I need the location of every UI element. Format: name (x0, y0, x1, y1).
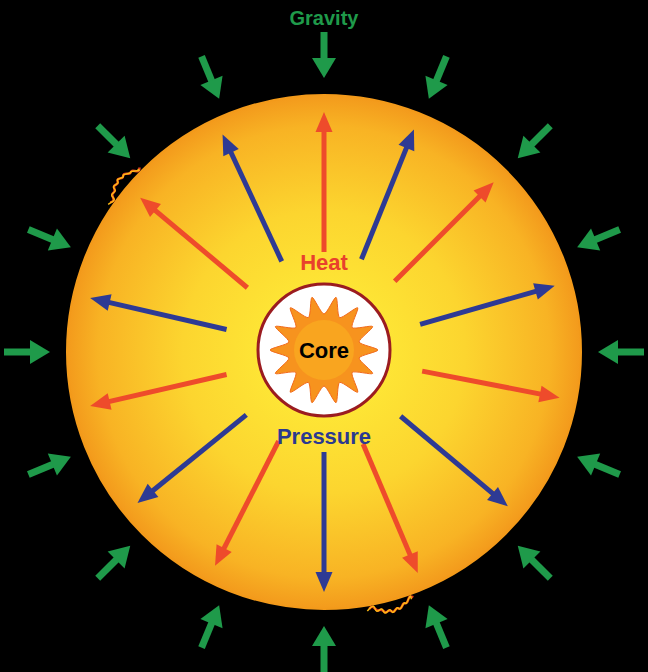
gravity-arrow (312, 626, 336, 672)
gravity-arrow-shaft (321, 32, 328, 60)
gravity-arrow-shaft (436, 56, 447, 82)
gravity-arrow-head (518, 546, 541, 569)
gravity-label: Gravity (290, 7, 359, 30)
core-label: Core (299, 338, 349, 364)
gravity-arrow-head (200, 76, 222, 99)
gravity-arrow-head (108, 136, 131, 159)
gravity-arrow-head (425, 605, 447, 628)
gravity-arrow (200, 56, 222, 98)
gravity-arrow (98, 126, 131, 159)
core-ring (258, 284, 390, 416)
gravity-arrow-shaft (530, 126, 550, 146)
gravity-arrow (312, 32, 336, 78)
sun-disc (67, 95, 581, 609)
gravity-arrow-shaft (202, 56, 213, 82)
gravity-arrow (577, 453, 619, 475)
gravity-arrow-shaft (530, 558, 550, 578)
gravity-arrow (28, 453, 70, 475)
gravity-arrow-shaft (594, 230, 620, 241)
gravity-arrow-head (200, 605, 222, 628)
gravity-arrow (577, 228, 619, 250)
gravity-arrow-head (598, 340, 618, 364)
gravity-arrow (4, 340, 50, 364)
gravity-arrow-shaft (594, 464, 620, 475)
gravity-arrow-shaft (321, 644, 328, 672)
gravity-arrow-shaft (616, 349, 644, 356)
core-sunburst (270, 297, 378, 402)
gravity-arrow (200, 605, 222, 647)
heat-label: Heat (300, 250, 348, 276)
gravity-arrow (518, 546, 551, 579)
gravity-arrow-shaft (28, 464, 54, 475)
gravity-arrow-head (30, 340, 50, 364)
gravity-arrow-shaft (98, 126, 118, 146)
gravity-arrow-head (577, 453, 600, 475)
gravity-arrow-head (108, 546, 131, 569)
gravity-arrow-head (312, 626, 336, 646)
gravity-arrow (28, 228, 70, 250)
gravity-arrow (425, 56, 447, 98)
gravity-arrow-head (312, 58, 336, 78)
gravity-arrow-shaft (98, 558, 118, 578)
gravity-arrow-head (48, 453, 71, 475)
gravity-arrow-head (518, 136, 541, 159)
gravity-arrow-shaft (4, 349, 32, 356)
gravity-arrow (98, 546, 131, 579)
gravity-arrow-head (48, 228, 71, 250)
gravity-arrow-head (425, 76, 447, 99)
gravity-arrow (425, 605, 447, 647)
gravity-arrow-head (577, 228, 600, 250)
pressure-label: Pressure (277, 424, 371, 450)
gravity-arrow-shaft (202, 622, 213, 648)
core-circle: Core (256, 282, 392, 418)
gravity-arrow-shaft (28, 230, 54, 241)
sun-body: HeatPressure Core (66, 94, 582, 610)
gravity-arrow (598, 340, 644, 364)
core-center (294, 320, 354, 380)
gravity-arrow-shaft (436, 622, 447, 648)
gravity-arrow (518, 126, 551, 159)
